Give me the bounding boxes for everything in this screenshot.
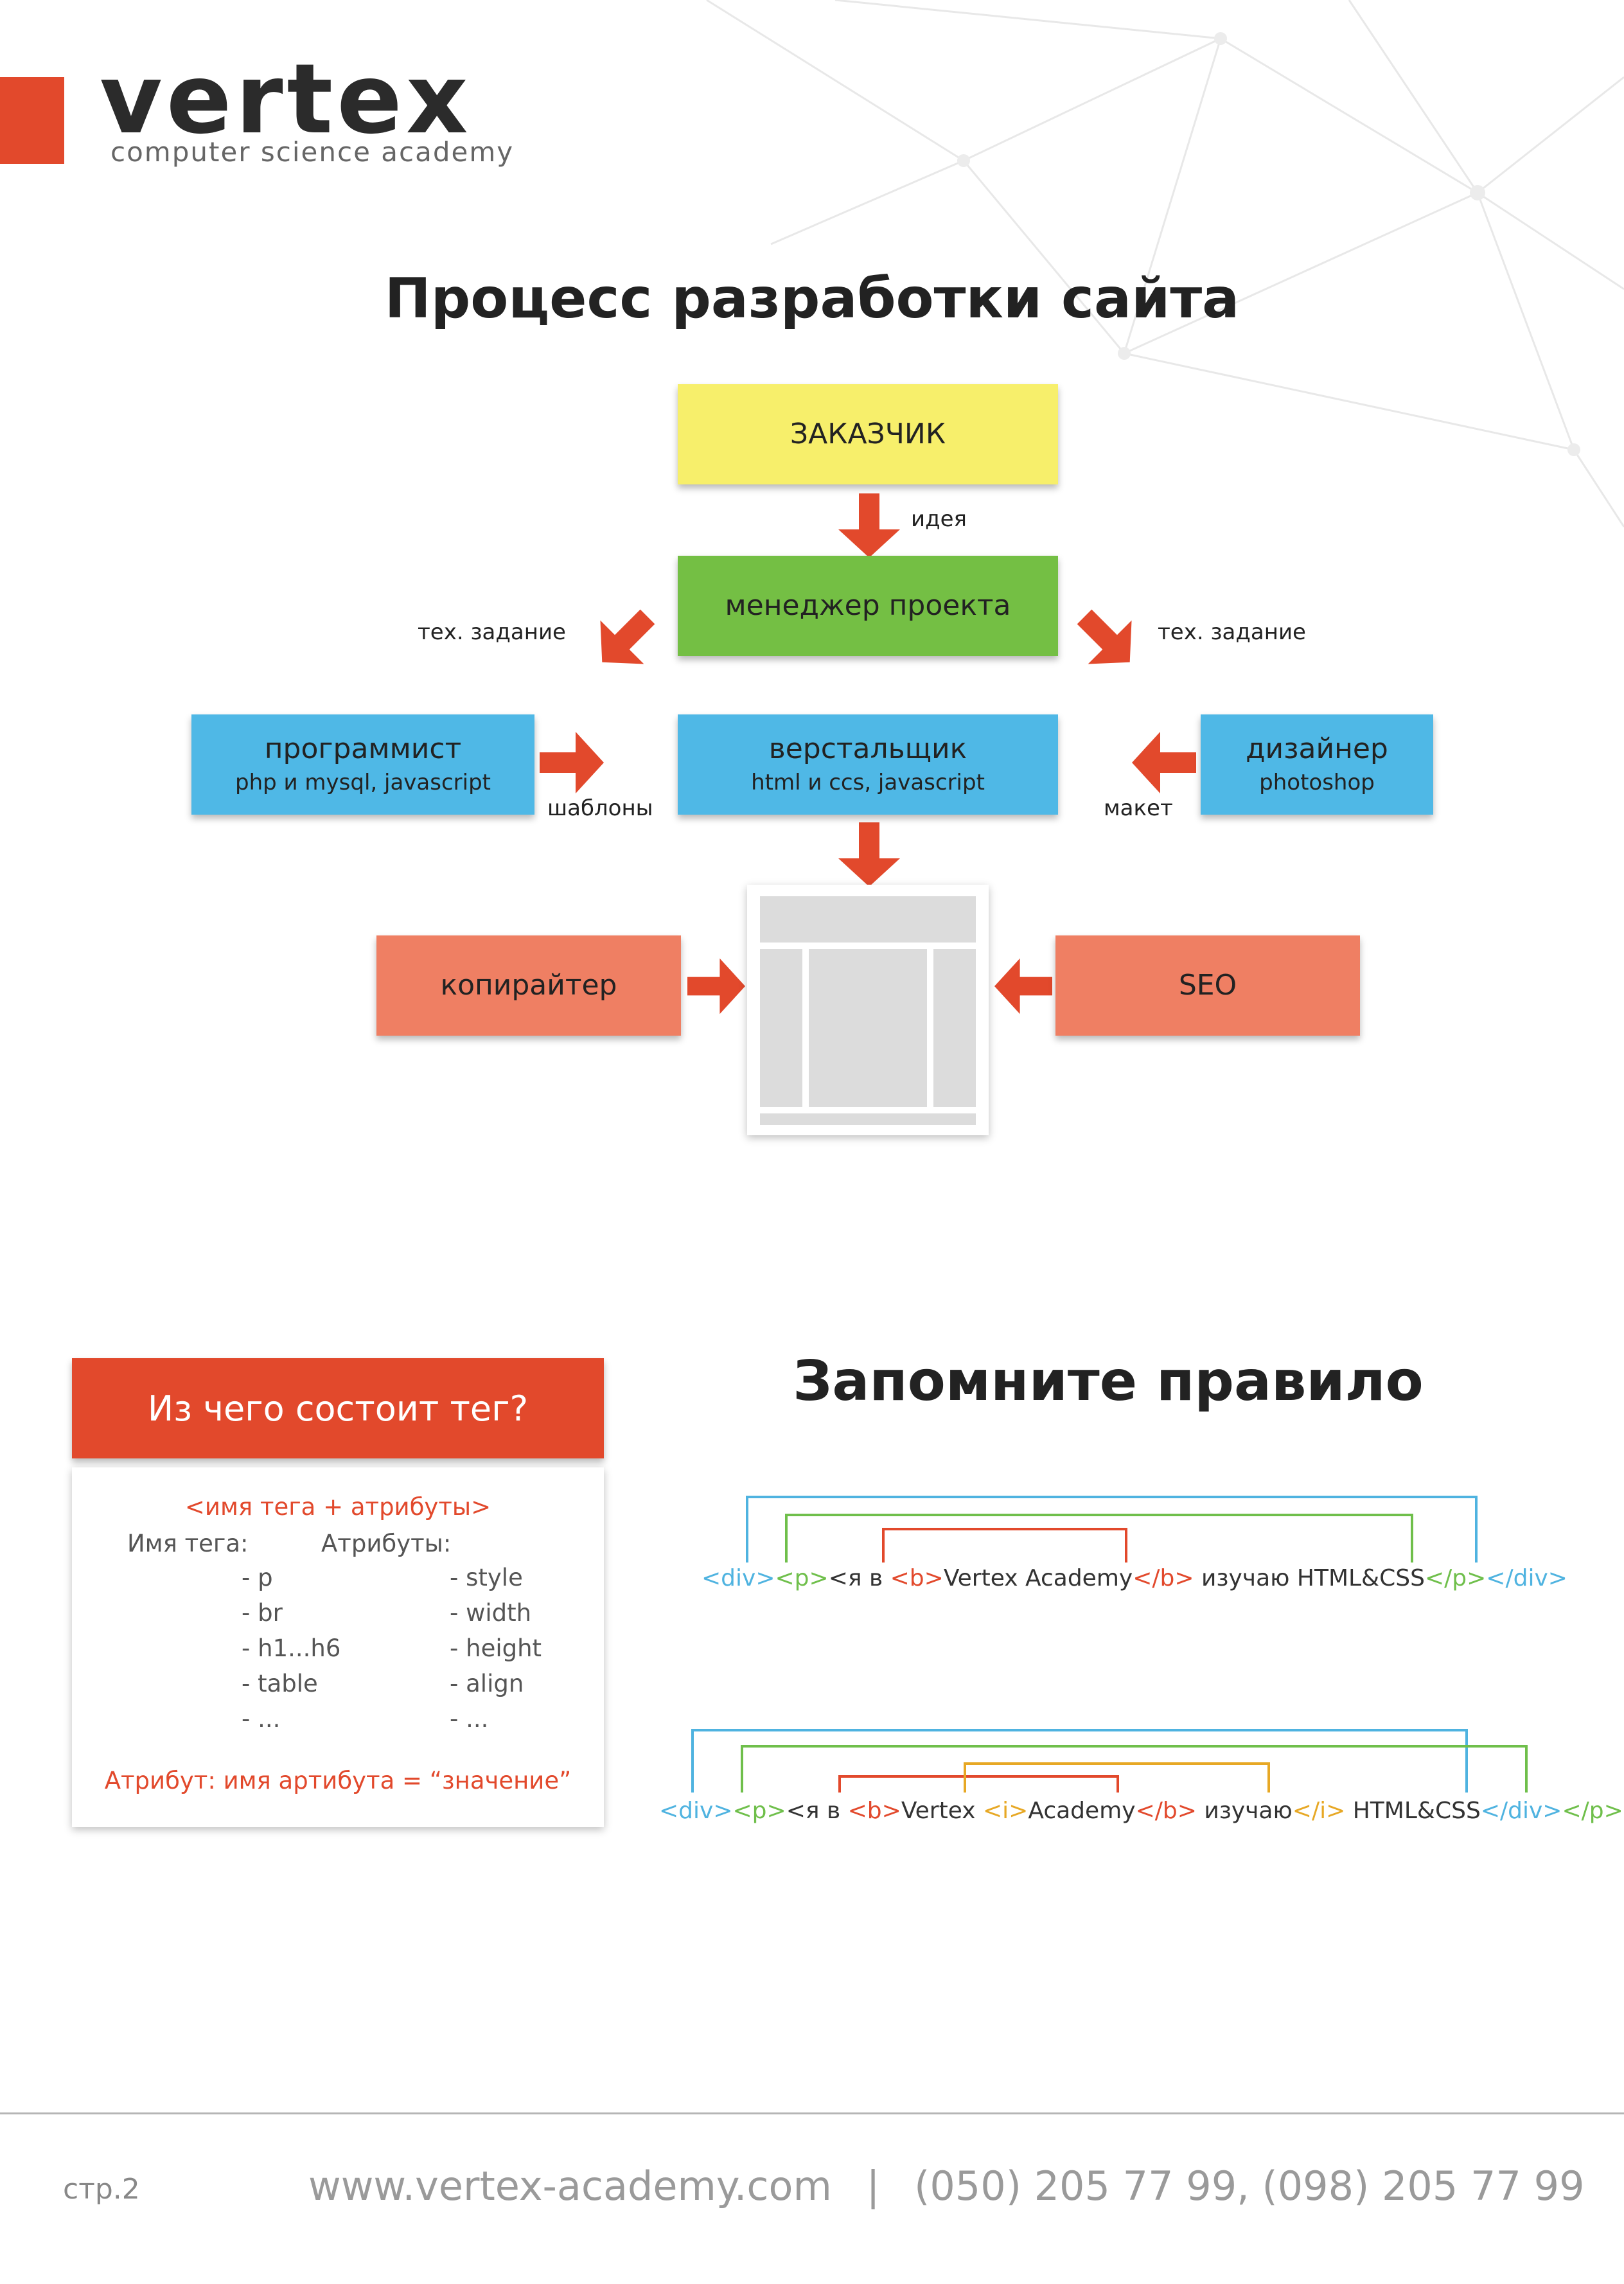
footer-phones: (050) 205 77 99, (098) 205 77 99 (914, 2163, 1585, 2209)
tag-attr-item: - ... (450, 1705, 489, 1733)
tag-card-title: Из чего состоит тег? (147, 1388, 529, 1429)
logo-mark (0, 77, 64, 164)
attr-rule: Атрибут: имя артибута = “значение” (104, 1767, 572, 1794)
coder-box: верстальщик html и ccs, javascript (678, 714, 1058, 815)
i-close-tag: </i> (1292, 1798, 1346, 1824)
footer-website-link[interactable]: www.vertex-academy.com (308, 2163, 832, 2209)
tag-card-body: <имя тега + атрибуты> Имя тега: Атрибуты… (72, 1467, 604, 1827)
programmer-title: программист (264, 732, 462, 766)
tag-names-heading: Имя тега: (127, 1530, 249, 1557)
b-close-tag: </b> (1133, 1565, 1194, 1591)
templates-label: шаблоны (547, 795, 653, 821)
coder-title: верстальщик (768, 732, 967, 766)
copywriter-box: копирайтер (376, 935, 681, 1036)
example2-text: изучаю (1196, 1798, 1293, 1824)
example1-text: изучаю HTML&CSS (1194, 1565, 1425, 1591)
example1-text: Vertex Academy (943, 1565, 1133, 1591)
tag-name-item: - ... (242, 1705, 281, 1733)
background-network (706, 0, 1624, 527)
tag-name-item: - p (242, 1564, 273, 1591)
designer-sub: photoshop (1259, 769, 1375, 795)
tag-name-item: - br (242, 1599, 283, 1627)
wireframe-footer (760, 1113, 976, 1125)
footer-page-number: стр.2 (63, 2173, 140, 2206)
p-open-tag: <p> (775, 1565, 829, 1591)
page-wireframe (747, 885, 989, 1135)
example2-text: <я в (786, 1798, 848, 1824)
tag-name-item: - h1...h6 (242, 1634, 341, 1662)
b-close-tag: </b> (1135, 1798, 1197, 1824)
tag-card-header: Из чего состоит тег? (72, 1358, 604, 1458)
tag-attrs-heading: Атрибуты: (321, 1530, 452, 1557)
programmer-box: программист php и mysql, javascript (191, 714, 534, 815)
tag-attr-item: - align (450, 1670, 524, 1697)
logo-tagline: computer science academy (110, 136, 515, 168)
example1-brackets (691, 1496, 1528, 1793)
div-close-tag: </div> (1480, 1798, 1562, 1824)
customer-box: ЗАКАЗЧИК (678, 384, 1058, 484)
customer-label: ЗАКАЗЧИК (790, 417, 946, 450)
example2-text: Vertex (901, 1798, 983, 1824)
example2-code: <div><p><я в <b>Vertex <i>Academy</b> из… (659, 1798, 1623, 1824)
spec-left-label: тех. задание (418, 619, 566, 645)
manager-label: менеджер проекта (725, 589, 1011, 622)
tag-attr-item: - width (450, 1599, 532, 1627)
tag-formula: <имя тега + атрибуты> (184, 1493, 491, 1521)
div-close-tag: </div> (1486, 1565, 1567, 1591)
designer-box: дизайнер photoshop (1201, 714, 1433, 815)
seo-box: SEO (1055, 935, 1360, 1036)
rule-title: Запомните правило (793, 1349, 1424, 1413)
copywriter-label: копирайтер (440, 968, 617, 1002)
i-open-tag: <i> (982, 1798, 1028, 1824)
wireframe-header (760, 896, 976, 943)
seo-label: SEO (1178, 968, 1237, 1002)
programmer-sub: php и mysql, javascript (234, 769, 491, 795)
tag-attr-item: - height (450, 1634, 542, 1662)
manager-box: менеджер проекта (678, 556, 1058, 656)
wireframe-content (809, 949, 927, 1107)
example2-text: Academy (1028, 1798, 1136, 1824)
footer-divider (0, 2112, 1624, 2114)
example1-text: <я в (828, 1565, 890, 1591)
p-close-tag: </p> (1424, 1565, 1487, 1591)
tag-attr-item: - style (450, 1564, 523, 1591)
b-open-tag: <b> (890, 1565, 944, 1591)
div-open-tag: <div> (702, 1565, 775, 1591)
idea-label: идея (911, 506, 967, 532)
wireframe-sidebar-left (760, 949, 802, 1107)
wireframe-sidebar-right (933, 949, 976, 1107)
coder-sub: html и ccs, javascript (751, 769, 985, 795)
example2-text: HTML&CSS (1345, 1798, 1481, 1824)
mockup-label: макет (1104, 795, 1173, 821)
example1-code: <div><p><я в <b>Vertex Academy</b> изуча… (702, 1565, 1567, 1591)
b-open-tag: <b> (847, 1798, 901, 1824)
p-open-tag: <p> (732, 1798, 786, 1824)
spec-right-label: тех. задание (1158, 619, 1306, 645)
p-close-tag: </p> (1562, 1798, 1623, 1824)
footer-contacts: www.vertex-academy.com | (050) 205 77 99… (308, 2163, 1585, 2209)
flow-title: Процесс разработки сайта (384, 267, 1240, 331)
logo-brand: vertex (100, 44, 472, 155)
designer-title: дизайнер (1246, 732, 1388, 766)
footer-separator: | (866, 2163, 880, 2209)
div-open-tag: <div> (659, 1798, 733, 1824)
tag-name-item: - table (242, 1670, 318, 1697)
